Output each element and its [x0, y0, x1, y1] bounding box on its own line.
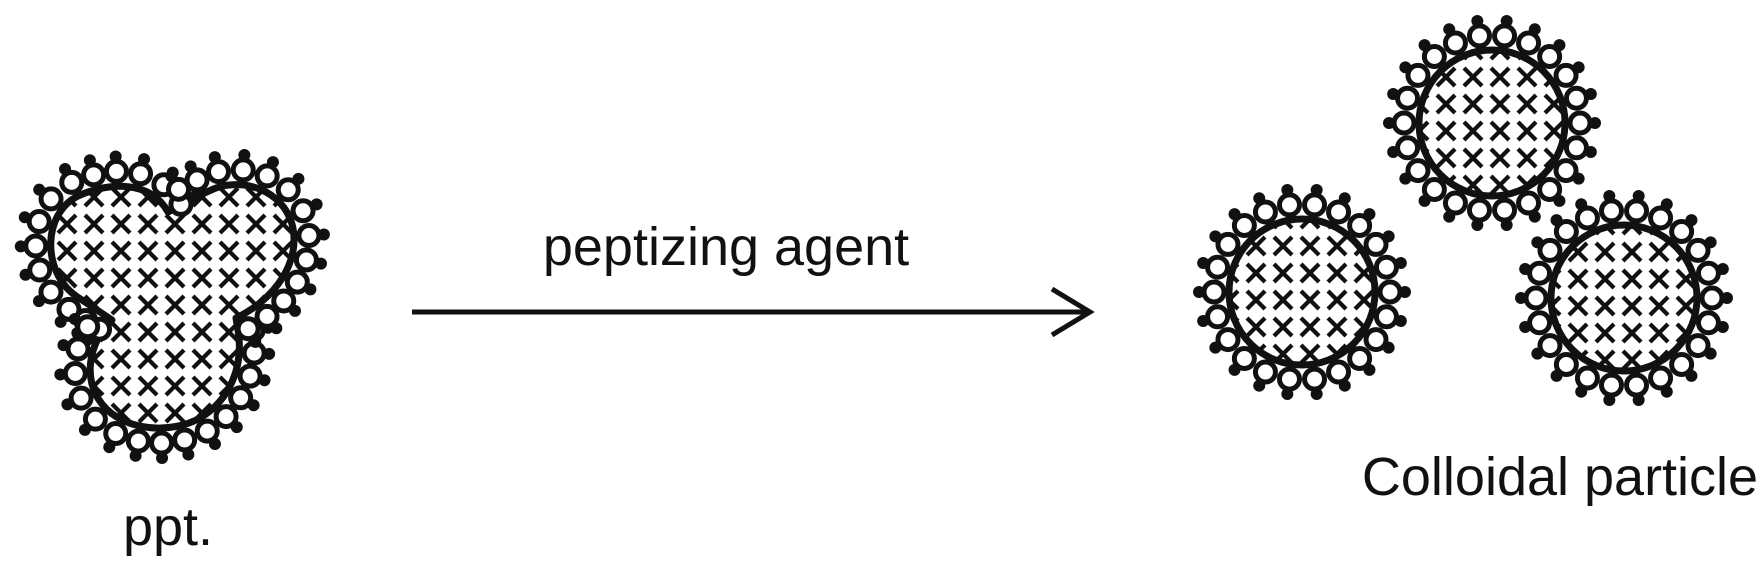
colloidal-particle [1193, 184, 1411, 400]
process-label: peptizing agent [543, 217, 909, 277]
product-label: Colloidal particle [1362, 447, 1756, 507]
colloidal-particle [1515, 190, 1733, 406]
precipitate-label: ppt. [123, 497, 213, 557]
precipitate-cluster-icon [14, 148, 330, 465]
right-arrow-icon [412, 286, 1095, 338]
colloidal-particle [1383, 15, 1601, 231]
colloidal-particle-icon [1193, 15, 1733, 406]
